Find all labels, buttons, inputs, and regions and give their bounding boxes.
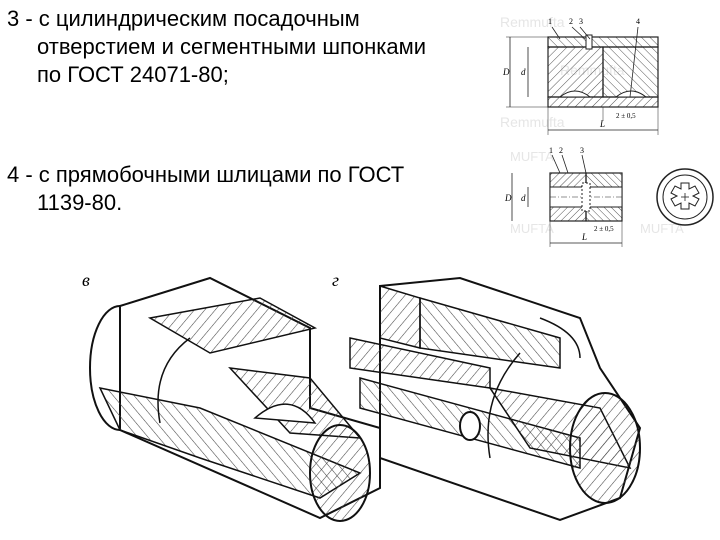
label-v: в xyxy=(82,270,90,290)
coupling-isometric-sketches: в г xyxy=(82,270,642,522)
sketch-v xyxy=(89,276,381,522)
list-item-3: 3 - с цилиндрическим посадочным отверсти… xyxy=(7,5,426,89)
callout-4: 4 xyxy=(636,17,640,26)
pin xyxy=(585,34,593,50)
callout-1: 1 xyxy=(549,146,553,155)
watermark-text-2: MUFTA xyxy=(510,221,554,236)
right-shaft-section xyxy=(602,46,659,98)
coupling-segment-key-drawing: Remmufta Remmufta Remmufta 1 2 3 4 D d L… xyxy=(500,14,659,135)
sketch-g xyxy=(349,276,642,522)
callout-2: 2 xyxy=(569,17,573,26)
segment-key-right xyxy=(614,90,648,98)
callout-3: 3 xyxy=(579,17,583,26)
watermark-text-3: MUFTA xyxy=(640,221,684,236)
item-3-line-1: 3 - с цилиндрическим посадочным xyxy=(7,6,360,31)
item-4-line-2: 1139-80. xyxy=(37,190,123,215)
joint xyxy=(581,182,591,212)
callout-2: 2 xyxy=(559,146,563,155)
item-4-line-1: 4 - с прямобочными шлицами по ГОСТ xyxy=(7,162,405,187)
watermark-text: Remmufta xyxy=(500,14,565,30)
sleeve-bottom xyxy=(547,96,659,108)
list-item-4: 4 - с прямобочными шлицами по ГОСТ 1139-… xyxy=(7,161,404,217)
dim-d: d xyxy=(521,193,526,203)
item-3-line-2: отверстием и сегментными шпонками xyxy=(37,34,427,59)
coupling-spline-drawing: MUFTA MUFTA MUFTA 1 2 3 D d L 2 ± 0,5 xyxy=(504,146,714,247)
dim-D: D xyxy=(504,193,512,203)
tolerance-label: 2 ± 0,5 xyxy=(616,112,636,120)
dim-L: L xyxy=(581,232,587,242)
dim-d: d xyxy=(521,67,526,77)
tolerance-label: 2 ± 0,5 xyxy=(594,225,614,233)
label-g: г xyxy=(332,270,339,290)
dim-L: L xyxy=(599,119,605,129)
item-3-line-3: по ГОСТ 24071-80; xyxy=(37,62,229,87)
sleeve-top xyxy=(547,36,659,48)
callout-1: 1 xyxy=(548,17,552,26)
left-shaft-section xyxy=(547,46,604,98)
watermark-text: MUFTA xyxy=(510,149,554,164)
dim-D: D xyxy=(502,67,510,77)
segment-key-left xyxy=(558,90,592,98)
callout-3: 3 xyxy=(580,146,584,155)
watermark-text-3: Remmufta xyxy=(500,114,565,130)
